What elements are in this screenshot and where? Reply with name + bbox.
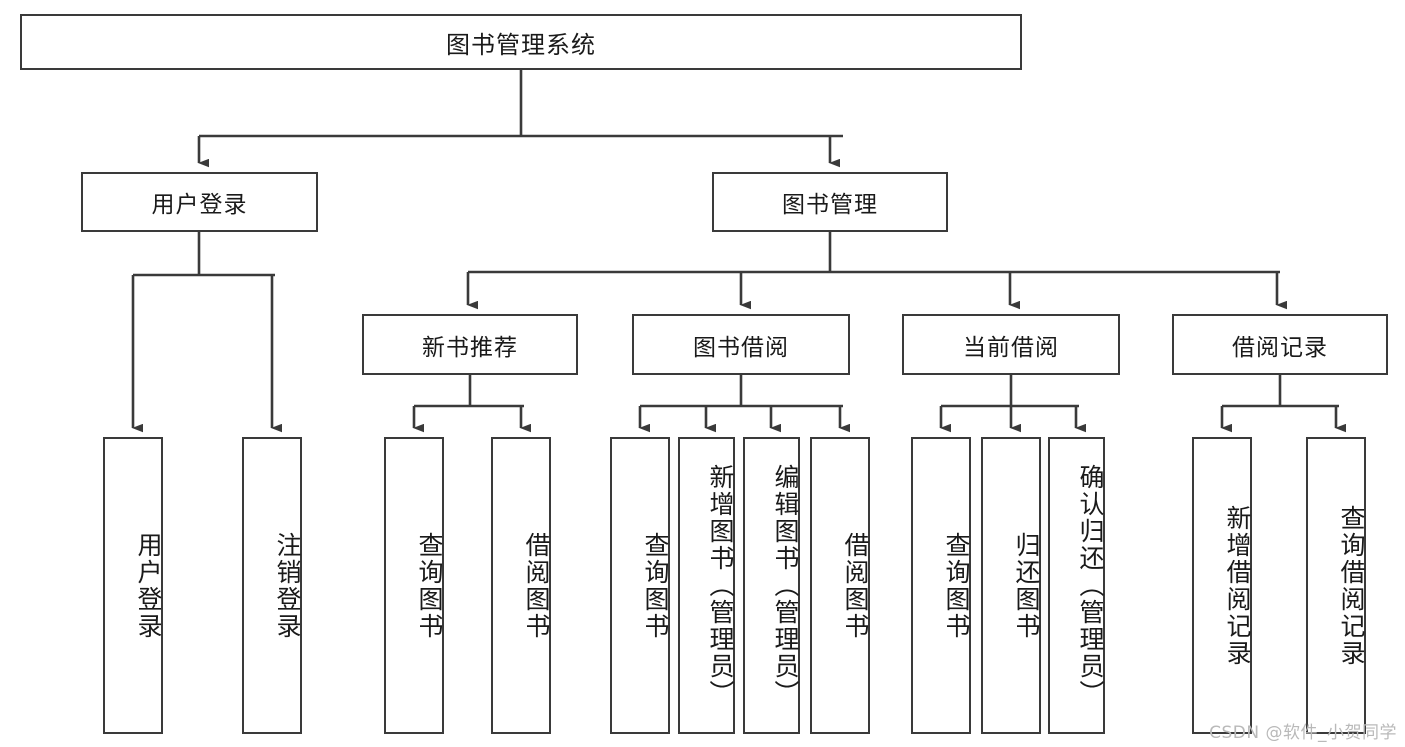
node-label: 查询图书 <box>942 531 970 640</box>
leaf-query-book-3[interactable]: 查询图书 <box>911 437 971 734</box>
node-book-manage[interactable]: 图书管理 <box>712 172 948 232</box>
node-label: 归还图书 <box>1012 531 1040 640</box>
leaf-query-book-1[interactable]: 查询图书 <box>384 437 444 734</box>
node-label: 图书管理系统 <box>446 31 596 59</box>
node-label: 当前借阅 <box>963 333 1059 360</box>
node-label: 编辑图书（管理员） <box>771 464 799 707</box>
leaf-edit-book[interactable]: 编辑图书（管理员） <box>743 437 800 734</box>
node-current-borrow[interactable]: 当前借阅 <box>902 314 1120 375</box>
node-book-borrow[interactable]: 图书借阅 <box>632 314 850 375</box>
leaf-add-book[interactable]: 新增图书（管理员） <box>678 437 735 734</box>
leaf-return-book[interactable]: 归还图书 <box>981 437 1041 734</box>
node-label: 查询借阅记录 <box>1337 504 1365 667</box>
node-root-system[interactable]: 图书管理系统 <box>20 14 1022 70</box>
node-new-book-rec[interactable]: 新书推荐 <box>362 314 578 375</box>
node-borrow-record[interactable]: 借阅记录 <box>1172 314 1388 375</box>
node-label: 查询图书 <box>415 531 443 640</box>
node-user-login[interactable]: 用户登录 <box>81 172 318 232</box>
node-label: 新增图书（管理员） <box>706 464 734 707</box>
leaf-query-book-2[interactable]: 查询图书 <box>610 437 670 734</box>
leaf-borrow-book-2[interactable]: 借阅图书 <box>810 437 870 734</box>
leaf-confirm-return[interactable]: 确认归还（管理员） <box>1048 437 1105 734</box>
node-label: 借阅图书 <box>841 531 869 640</box>
leaf-borrow-book-1[interactable]: 借阅图书 <box>491 437 551 734</box>
node-label: 用户登录 <box>134 531 162 640</box>
node-label: 借阅记录 <box>1232 333 1328 360</box>
node-label: 新书推荐 <box>422 333 518 360</box>
leaf-add-record[interactable]: 新增借阅记录 <box>1192 437 1252 734</box>
leaf-logout[interactable]: 注销登录 <box>242 437 302 734</box>
node-label: 注销登录 <box>273 531 301 640</box>
node-label: 用户登录 <box>151 191 248 217</box>
leaf-user-login[interactable]: 用户登录 <box>103 437 163 734</box>
leaf-query-record[interactable]: 查询借阅记录 <box>1306 437 1366 734</box>
node-label: 新增借阅记录 <box>1223 504 1251 667</box>
node-label: 图书借阅 <box>693 333 789 360</box>
node-label: 借阅图书 <box>522 531 550 640</box>
node-label: 确认归还（管理员） <box>1076 464 1104 707</box>
csdn-watermark: CSDN @软件_小贺同学 <box>1209 723 1397 743</box>
node-label: 图书管理 <box>782 191 878 217</box>
node-label: 查询图书 <box>641 531 669 640</box>
